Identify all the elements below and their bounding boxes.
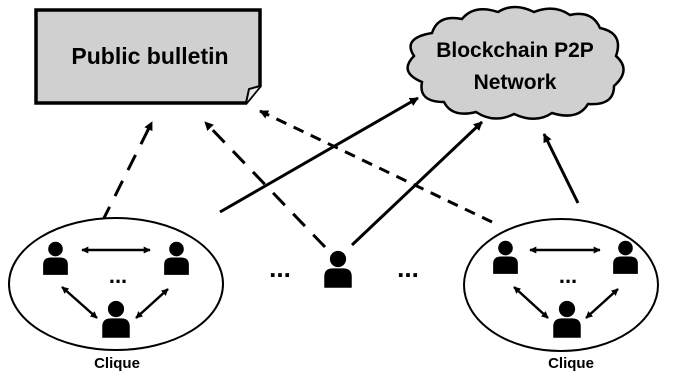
between-ellipsis-right: ... [397, 253, 419, 283]
clique-label: Clique [548, 355, 594, 372]
right-clique-to-bulletin-arrow [259, 109, 493, 224]
peer-link-arrow [513, 286, 549, 319]
person-icon [324, 250, 352, 288]
left-clique-to-network-arrow [219, 96, 419, 214]
clique-label: Clique [94, 355, 140, 372]
peer-link-arrow [61, 286, 98, 319]
between-ellipsis-left: ... [269, 253, 291, 283]
left-clique: ... Clique [8, 217, 224, 372]
bulletin-label: Public bulletin [71, 43, 228, 69]
network-label-line2: Network [474, 71, 557, 94]
right-clique-to-network-arrow [542, 133, 580, 204]
clique-ellipsis: ... [559, 263, 577, 288]
clique-ellipsis: ... [109, 263, 127, 288]
network-label-line1: Blockchain P2P [436, 39, 594, 62]
public-bulletin: Public bulletin [34, 8, 262, 105]
peer-link-arrow [135, 288, 169, 319]
peer-link-arrow [585, 288, 619, 319]
right-clique: ... Clique [463, 218, 659, 372]
left-clique-to-bulletin-arrow [100, 121, 154, 223]
bulletin-fold-corner [245, 85, 261, 104]
p2p-network-cloud: Blockchain P2P Network [406, 5, 625, 120]
middle-user-to-network-arrow [350, 120, 484, 247]
cloud-shape [406, 5, 625, 120]
